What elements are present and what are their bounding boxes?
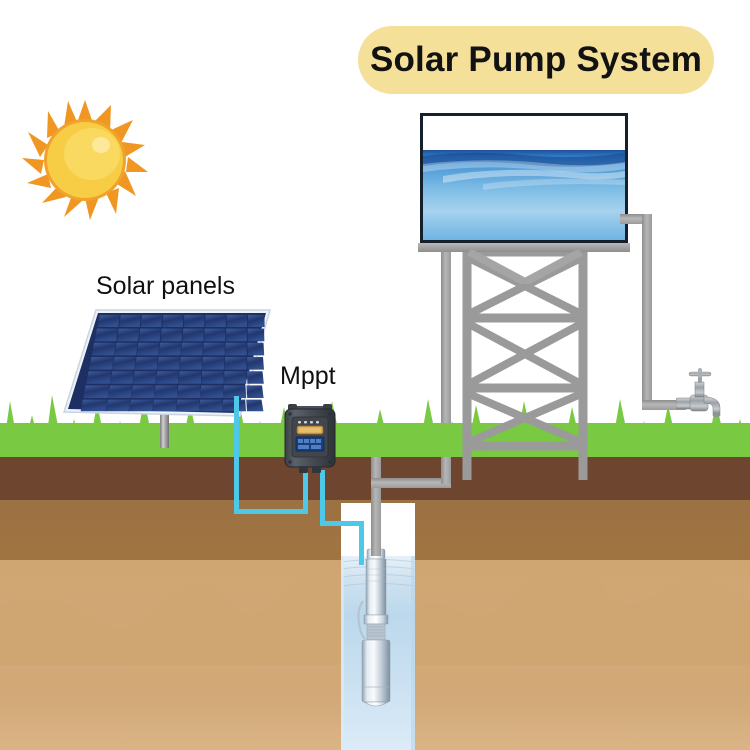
outlet-faucet[interactable] <box>675 368 732 420</box>
dc-cable-underground <box>234 509 308 514</box>
dc-cable-panel-drop <box>234 396 239 514</box>
water-pipe-faucet-run <box>642 400 686 410</box>
title-badge: Solar Pump System <box>358 26 714 94</box>
tank-water-body <box>423 150 625 240</box>
page-title: Solar Pump System <box>369 40 703 79</box>
water-pipe-tank-riser <box>441 126 451 484</box>
water-pipe-tank-outlet <box>620 214 652 224</box>
water-pipe-downcomer <box>642 214 652 410</box>
soil-wave-boundary <box>0 545 750 665</box>
submersible-pump <box>355 545 397 710</box>
dc-cable-mppt-out <box>320 470 325 525</box>
sun-icon <box>22 100 148 220</box>
tank-support-tower <box>455 247 595 480</box>
dc-cable-pump-drop <box>359 521 364 565</box>
mppt-charge-controller[interactable] <box>283 404 337 476</box>
tank-platform-braces <box>455 248 595 286</box>
water-pipe-underground-run <box>371 478 451 488</box>
dc-cable-to-mppt <box>303 470 308 514</box>
tank-platform-beam <box>418 243 630 252</box>
elevated-water-tank <box>420 113 628 243</box>
label-mppt: Mppt <box>280 362 336 390</box>
label-solar-panels: Solar panels <box>96 272 235 300</box>
water-pipe-pump-riser <box>371 440 381 556</box>
dc-cable-to-well-run <box>320 521 364 526</box>
solar-panel-array <box>62 303 272 489</box>
